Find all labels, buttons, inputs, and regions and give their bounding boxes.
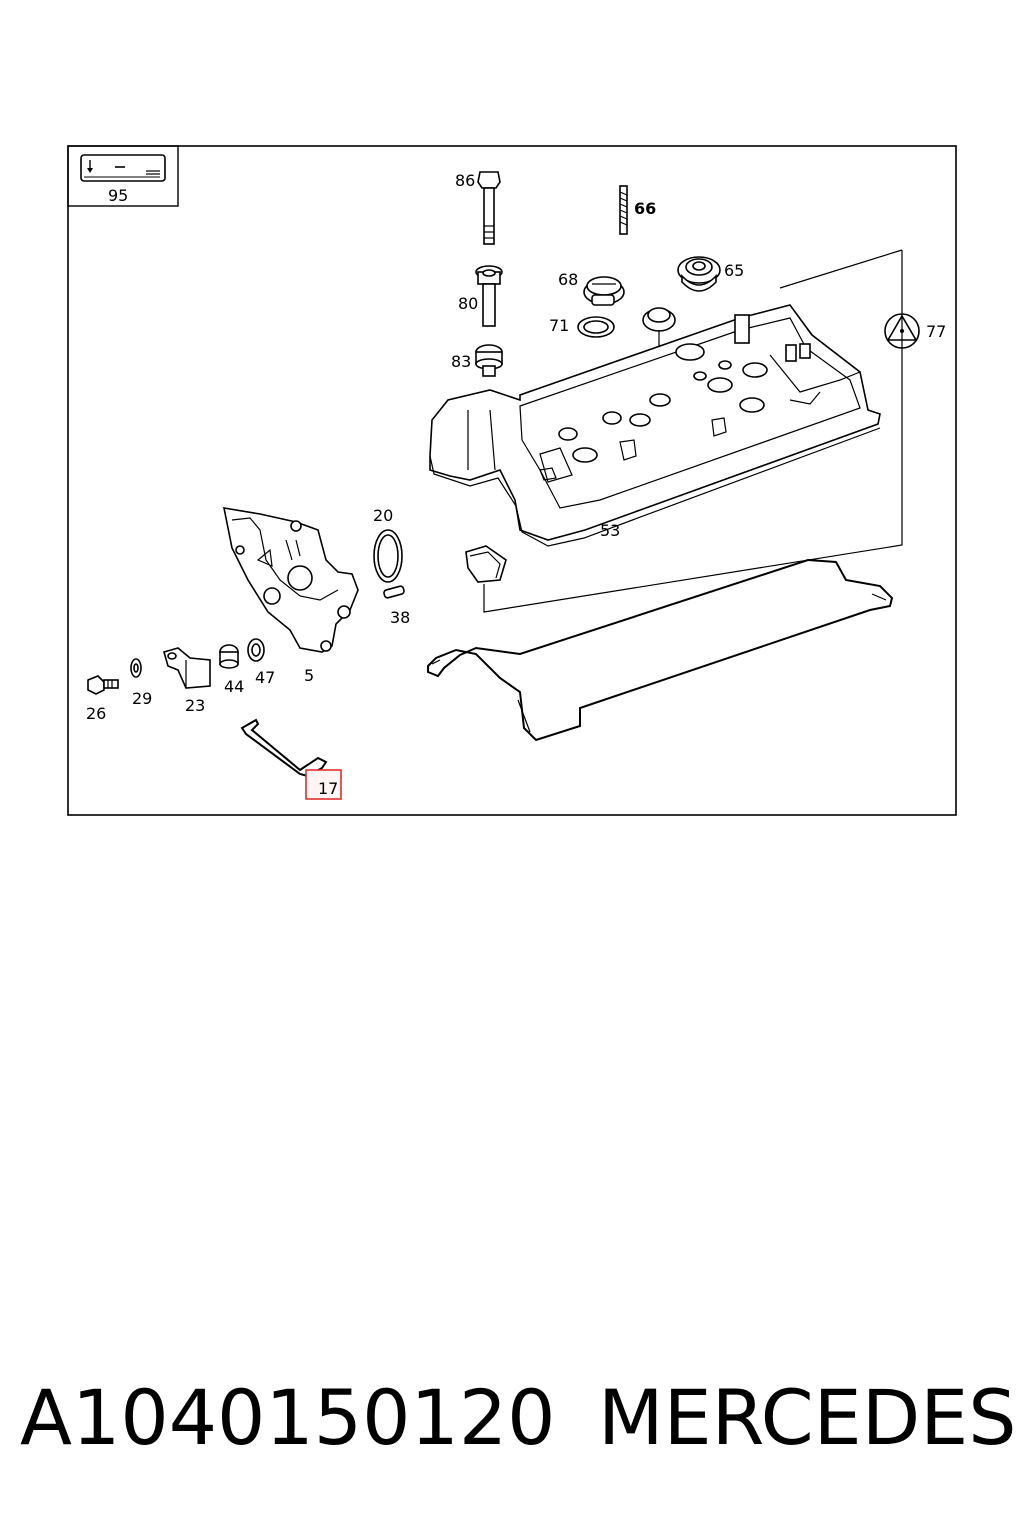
seal-47: [247, 638, 265, 662]
pin-38: [383, 585, 405, 599]
stud-66: [619, 185, 628, 235]
callout-68: 68: [558, 270, 578, 289]
caption: A1040150120 MERCEDES: [20, 1368, 1016, 1468]
callout-95: 95: [108, 186, 128, 205]
callout-17-highlight: [305, 769, 342, 800]
callout-47: 47: [255, 668, 275, 687]
plug-44: [219, 644, 239, 669]
callout-5: 5: [304, 666, 314, 685]
bolt-86: [477, 171, 501, 245]
part-number: A1040150120: [20, 1373, 556, 1462]
bolt-26: [87, 675, 119, 695]
callout-38: 38: [390, 608, 410, 627]
diagram-frame: [67, 145, 957, 816]
gasket-17: [240, 718, 328, 778]
cylinder-head-cover-53: [429, 304, 881, 547]
grommet-65: [677, 256, 721, 292]
callout-83: 83: [451, 352, 471, 371]
o-ring-20: [373, 529, 403, 583]
callout-66: 66: [634, 199, 656, 218]
callout-53: 53: [600, 521, 620, 540]
clip-bracket: [465, 545, 507, 583]
inset-95: [67, 145, 179, 207]
callout-80: 80: [458, 294, 478, 313]
callout-20: 20: [373, 506, 393, 525]
callout-26: 26: [86, 704, 106, 723]
cover-gasket: [427, 558, 894, 742]
sleeve-80: [475, 265, 503, 327]
seal-ring-71: [577, 316, 615, 338]
cover-bracket: [483, 250, 903, 613]
callout-77: 77: [926, 322, 946, 341]
callout-86: 86: [455, 171, 475, 190]
timing-cover-5: [222, 507, 359, 653]
callout-23: 23: [185, 696, 205, 715]
callout-44: 44: [224, 677, 244, 696]
callout-65: 65: [724, 261, 744, 280]
grommet-83: [475, 344, 503, 377]
bracket-23: [163, 647, 211, 689]
callout-71: 71: [549, 316, 569, 335]
brand-name: MERCEDES: [598, 1373, 1017, 1462]
callout-29: 29: [132, 689, 152, 708]
oil-cap-68: [583, 276, 625, 306]
washer-29: [130, 658, 142, 678]
nut-cover: [642, 307, 676, 400]
callout-17: 17: [318, 779, 338, 798]
